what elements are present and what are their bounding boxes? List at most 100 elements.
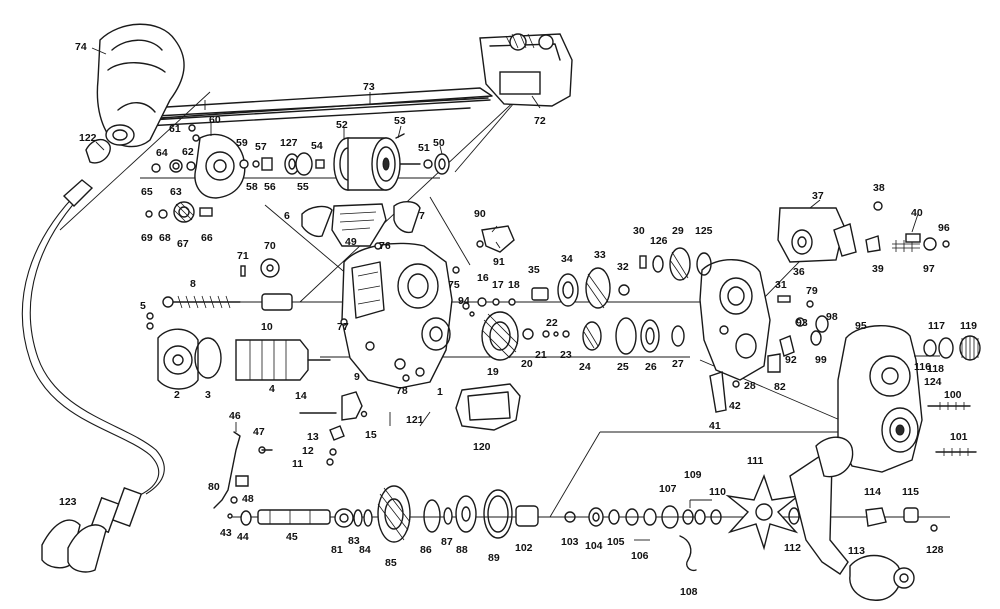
callout-113: 113 <box>848 545 865 557</box>
central-gear-train <box>340 225 685 382</box>
callout-115: 115 <box>902 486 919 498</box>
callout-72: 72 <box>534 115 546 127</box>
callout-40: 40 <box>911 207 923 219</box>
callout-29: 29 <box>672 225 684 237</box>
callout-104: 104 <box>585 540 603 552</box>
callout-11: 11 <box>292 458 303 470</box>
callout-112: 112 <box>784 542 801 554</box>
callout-58: 58 <box>246 181 258 193</box>
callout-63: 63 <box>170 186 182 198</box>
callout-9: 9 <box>354 371 360 383</box>
callout-38: 38 <box>873 182 885 194</box>
callout-85: 85 <box>385 557 397 569</box>
callout-48: 48 <box>242 493 254 505</box>
right-cover-group <box>837 325 981 473</box>
callout-78: 78 <box>396 385 408 397</box>
callout-24: 24 <box>579 361 591 373</box>
callout-31: 31 <box>775 279 787 291</box>
callout-117: 117 <box>928 320 945 332</box>
callout-25: 25 <box>617 361 629 373</box>
callout-59: 59 <box>236 137 248 149</box>
callout-101: 101 <box>950 431 968 443</box>
callout-84: 84 <box>359 544 371 556</box>
spool-group <box>333 133 450 191</box>
callout-17: 17 <box>492 279 504 291</box>
callout-10: 10 <box>261 321 273 333</box>
callout-22: 22 <box>546 317 558 329</box>
callout-99: 99 <box>815 354 827 366</box>
callout-109: 109 <box>684 469 702 481</box>
callout-73: 73 <box>363 81 375 93</box>
callout-23: 23 <box>560 349 572 361</box>
callout-49: 49 <box>345 236 357 248</box>
callout-107: 107 <box>659 483 677 495</box>
callout-127: 127 <box>280 137 298 149</box>
callout-13: 13 <box>307 431 319 443</box>
callout-15: 15 <box>365 429 377 441</box>
callout-4: 4 <box>269 383 275 395</box>
callout-108: 108 <box>680 586 698 598</box>
callout-76: 76 <box>379 240 391 252</box>
callout-8: 8 <box>190 278 196 290</box>
callout-94: 94 <box>458 295 470 307</box>
callout-3: 3 <box>205 389 211 401</box>
callout-69: 69 <box>141 232 153 244</box>
callout-122: 122 <box>79 132 97 144</box>
callout-12: 12 <box>302 445 314 457</box>
callout-82: 82 <box>774 381 786 393</box>
callout-28: 28 <box>744 380 756 392</box>
callout-42: 42 <box>729 400 741 412</box>
callout-47: 47 <box>253 426 265 438</box>
left-side-plate-group <box>145 124 325 223</box>
callout-16: 16 <box>477 272 489 284</box>
top-counter-housing <box>96 23 573 148</box>
callout-121: 121 <box>406 414 424 426</box>
right-side-plate-group <box>639 201 950 413</box>
callout-77: 77 <box>337 321 349 333</box>
callout-71: 71 <box>237 250 249 262</box>
callout-19: 19 <box>487 366 499 378</box>
callout-37: 37 <box>812 190 824 202</box>
callout-123: 123 <box>59 496 77 508</box>
callout-45: 45 <box>286 531 298 543</box>
callout-2: 2 <box>174 389 180 401</box>
callout-116: 116 <box>914 361 931 373</box>
callout-91: 91 <box>493 256 505 268</box>
callout-100: 100 <box>944 389 962 401</box>
callout-36: 36 <box>793 266 805 278</box>
callout-61: 61 <box>169 123 181 135</box>
callout-124: 124 <box>924 376 942 388</box>
callout-119: 119 <box>960 320 977 332</box>
callout-21: 21 <box>535 349 547 361</box>
callout-89: 89 <box>488 552 500 564</box>
callout-43: 43 <box>220 527 232 539</box>
callout-34: 34 <box>561 253 573 265</box>
callout-88: 88 <box>456 544 468 556</box>
callout-50: 50 <box>433 137 445 149</box>
callout-6: 6 <box>284 210 290 222</box>
callout-1: 1 <box>437 386 443 398</box>
callout-64: 64 <box>156 147 168 159</box>
callout-39: 39 <box>872 263 884 275</box>
callout-102: 102 <box>515 542 533 554</box>
callout-66: 66 <box>201 232 213 244</box>
callout-57: 57 <box>255 141 267 153</box>
callout-55: 55 <box>297 181 309 193</box>
levelwind-pin-group <box>299 391 368 466</box>
callout-126: 126 <box>650 235 668 247</box>
motor-group <box>146 258 331 390</box>
callout-52: 52 <box>336 119 348 131</box>
power-cable <box>21 139 165 573</box>
callout-74: 74 <box>75 41 87 53</box>
callout-30: 30 <box>633 225 645 237</box>
handle-group <box>564 436 938 601</box>
callout-87: 87 <box>441 536 453 548</box>
callout-68: 68 <box>159 232 171 244</box>
callout-95: 95 <box>855 320 867 332</box>
callout-75: 75 <box>448 279 460 291</box>
callout-41: 41 <box>709 420 721 432</box>
callout-44: 44 <box>237 531 249 543</box>
callout-114: 114 <box>864 486 881 498</box>
